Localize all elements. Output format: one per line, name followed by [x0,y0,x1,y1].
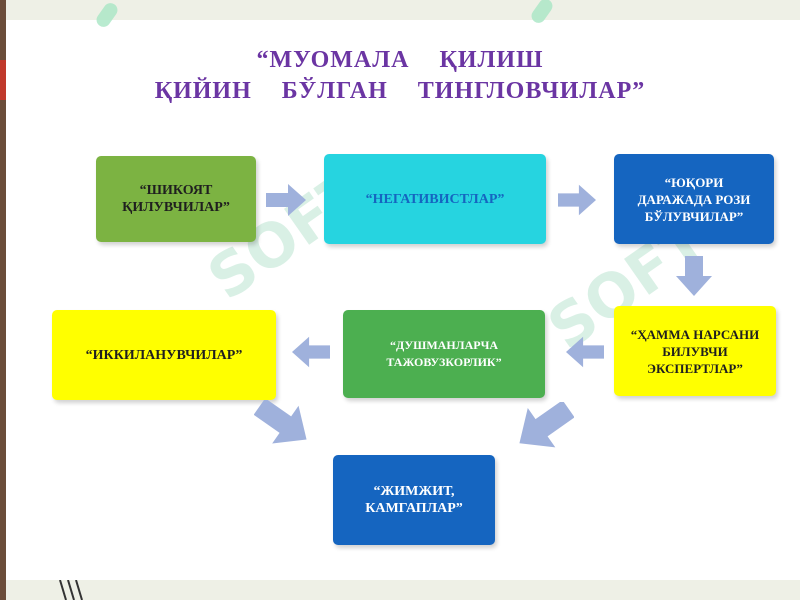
left-red-accent [0,60,6,100]
arrow-right-icon [558,184,596,216]
node-dushman: “ДУШМАНЛАРЧА ТАЖОВУЗКОРЛИК” [343,310,545,398]
title-line-1: “МУОМАЛА ҚИЛИШ [256,47,544,73]
arrow-down-left-icon [519,402,574,448]
arrow-down-icon [676,256,712,296]
arrow-right-icon [266,184,306,216]
arrow-left-icon [292,336,330,368]
left-accent-bar [0,0,6,600]
node-shikoyat: “ШИКОЯТ ҚИЛУВЧИЛАР” [96,156,256,242]
node-hamma: “ҲАММА НАРСАНИ БИЛУВЧИ ЭКСПЕРТЛАР” [614,306,776,396]
arrow-left-icon [566,336,604,368]
diagram-title: “МУОМАЛА ҚИЛИШ ҚИЙИН БЎЛГАН ТИНГЛОВЧИЛАР… [0,45,800,107]
arrow-down-right-icon [254,400,307,444]
node-negativ: “НЕГАТИВИСТЛАР” [324,154,546,244]
node-jimjit: “ЖИМЖИТ, КАМГАПЛАР” [333,455,495,545]
bottom-lines-decoration [59,580,83,600]
node-ikkilan: “ИККИЛАНУВЧИЛАР” [52,310,276,400]
node-yuqori: “ЮҚОРИ ДАРАЖАДА РОЗИ БЎЛУВЧИЛАР” [614,154,774,244]
title-line-2: ҚИЙИН БЎЛГАН ТИНГЛОВЧИЛАР” [154,78,646,104]
